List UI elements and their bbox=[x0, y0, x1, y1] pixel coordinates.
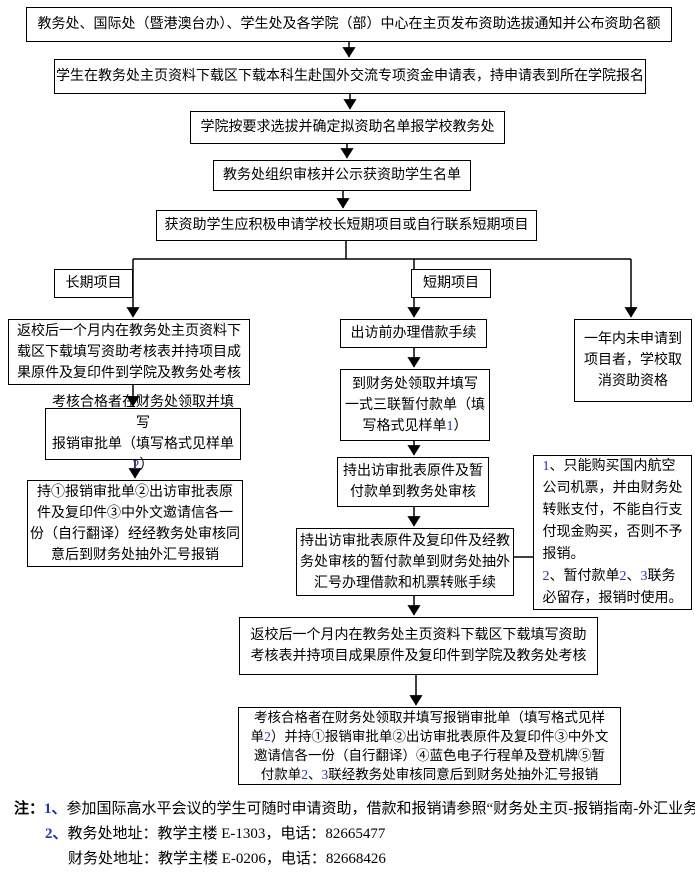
box-apply-projects-text: 获资助学生应积极申请学校长短期项目或自行联系短期项目 bbox=[164, 218, 529, 233]
box-college-selection: 学院按要求选拔并确定拟资助名单报学校教务处 bbox=[190, 111, 505, 144]
box-short-fill-voucher-text: 到财务处领取并填写 一式三联暂付款单（填 写格式见样单1） bbox=[345, 376, 485, 434]
box-final-reimburse: 考核合格者在财务处领取并填写报销审批单（填写格式见样 单2）并持①报销审批单②出… bbox=[238, 707, 621, 785]
box-short-loan-procedure-text: 出访前办理借款手续 bbox=[350, 326, 477, 341]
footnote-1: 注：1、参加国际高水平会议的学生可随时申请资助，借款和报销请参照“财务处主页-报… bbox=[14, 797, 695, 822]
box-download-application: 学生在教务处主页资料下载区下载本科生赴国外交流专项资金申请表，持申请表到所在学院… bbox=[54, 59, 646, 94]
label-short-term: 短期项目 bbox=[411, 269, 491, 298]
box-long-reimburse-form: 考核合格者在财务处领取并填写 报销审批单（填写格式见样单2） bbox=[45, 395, 241, 473]
box-short-jwc-review: 持出访审批表原件及暂 付款单到教务处审核 bbox=[337, 457, 489, 507]
footnote-3: 财务处地址：教学主楼 E-0206，电话：82668426 bbox=[14, 847, 695, 872]
footnotes: 注：1、参加国际高水平会议的学生可随时申请资助，借款和报销请参照“财务处主页-报… bbox=[14, 797, 695, 872]
box-college-selection-text: 学院按要求选拔并确定拟资助名单报学校教务处 bbox=[200, 120, 495, 135]
footnote-2-text: 教务处地址：教学主楼 E-1303，电话：82665477 bbox=[67, 826, 386, 842]
box-long-assessment-text: 返校后一个月内在教务处主页资料下 载区下载填写资助考核表并持项目成 果原件及复印… bbox=[17, 323, 241, 381]
box-long-reimburse-process-text: 持①报销审批单②出访审批表原 件及复印件③中外文邀请信各一 份（自行翻译）经经教… bbox=[30, 484, 240, 563]
box-publish-notice: 教务处、国际处（暨港澳台办）、学生处及各学院（部）中心在主页发布资助选拔通知并公… bbox=[26, 7, 672, 42]
label-long-term-text: 长期项目 bbox=[65, 276, 122, 291]
box-ticket-notes-text: 1、只能购买国内航空 公司机票，并由财务处 转账支付，不能自行支 付现金购买，否… bbox=[542, 458, 683, 606]
box-return-assessment-text: 返校后一个月内在教务处主页资料下载区下载填写资助 考核表并持项目成果原件及复印件… bbox=[250, 628, 587, 664]
label-long-term: 长期项目 bbox=[54, 269, 133, 298]
box-no-project-cancel-text: 一年内未申请到 项目者，学校取 消资助资格 bbox=[584, 332, 682, 389]
box-no-project-cancel: 一年内未申请到 项目者，学校取 消资助资格 bbox=[574, 319, 692, 402]
footnote-2: 2、教务处地址：教学主楼 E-1303，电话：82665477 bbox=[14, 822, 695, 847]
footnote-3-text: 财务处地址：教学主楼 E-0206，电话：82668426 bbox=[68, 851, 386, 867]
box-short-bank-procedure: 持出访审批表原件及复印件及经教 务处审核的暂付款单到财务处抽外 汇号办理借款和机… bbox=[296, 528, 514, 596]
box-long-assessment: 返校后一个月内在教务处主页资料下 载区下载填写资助考核表并持项目成 果原件及复印… bbox=[8, 319, 250, 385]
box-apply-projects: 获资助学生应积极申请学校长短期项目或自行联系短期项目 bbox=[156, 210, 537, 241]
label-short-term-text: 短期项目 bbox=[423, 276, 479, 291]
footnote-1-text: 参加国际高水平会议的学生可随时申请资助，借款和报销请参照“财务处主页-报销指南-… bbox=[66, 801, 695, 817]
footnote-prefix: 注： bbox=[14, 801, 45, 817]
box-short-bank-procedure-text: 持出访审批表原件及复印件及经教 务处审核的暂付款单到财务处抽外 汇号办理借款和机… bbox=[300, 533, 510, 591]
box-short-jwc-review-text: 持出访审批表原件及暂 付款单到教务处审核 bbox=[343, 464, 483, 500]
box-long-reimburse-process: 持①报销审批单②出访审批表原 件及复印件③中外文邀请信各一 份（自行翻译）经经教… bbox=[27, 480, 243, 567]
box-review-publicity-text: 教务处组织审核并公示获资助学生名单 bbox=[223, 168, 461, 183]
box-long-reimburse-form-text: 考核合格者在财务处领取并填写 报销审批单（填写格式见样单2） bbox=[52, 395, 234, 473]
box-download-application-text: 学生在教务处主页资料下载区下载本科生赴国外交流专项资金申请表，持申请表到所在学院… bbox=[56, 69, 644, 84]
box-ticket-notes: 1、只能购买国内航空 公司机票，并由财务处 转账支付，不能自行支 付现金购买，否… bbox=[533, 455, 692, 610]
box-review-publicity: 教务处组织审核并公示获资助学生名单 bbox=[213, 160, 471, 191]
box-short-loan-procedure: 出访前办理借款手续 bbox=[340, 319, 487, 348]
footnote-2-number: 2、 bbox=[45, 826, 68, 842]
box-publish-notice-text: 教务处、国际处（暨港澳台办）、学生处及各学院（部）中心在主页发布资助选拔通知并公… bbox=[37, 17, 661, 32]
footnote-1-number: 1、 bbox=[44, 801, 67, 817]
box-final-reimburse-text: 考核合格者在财务处领取并填写报销审批单（填写格式见样 单2）并持①报销审批单②出… bbox=[250, 710, 609, 782]
box-short-fill-voucher: 到财务处领取并填写 一式三联暂付款单（填 写格式见样单1） bbox=[340, 369, 490, 441]
box-return-assessment: 返校后一个月内在教务处主页资料下载区下载填写资助 考核表并持项目成果原件及复印件… bbox=[239, 617, 598, 675]
